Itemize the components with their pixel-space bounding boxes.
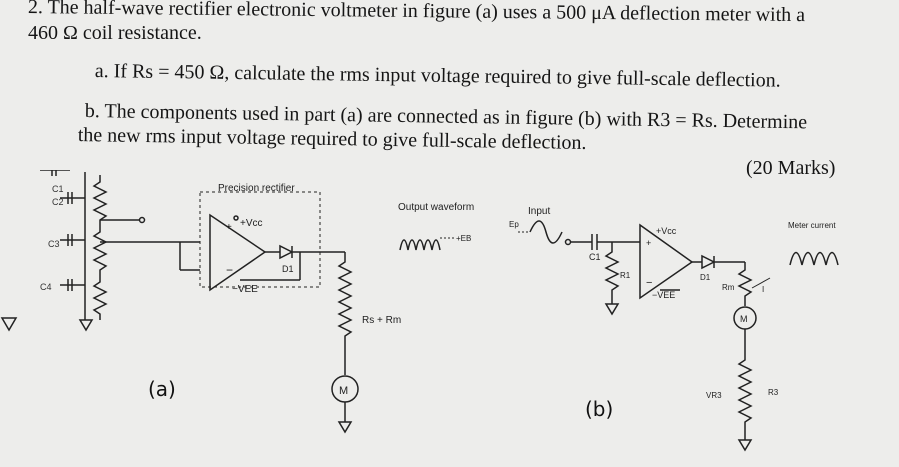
vee-label-a: −VEE	[232, 284, 258, 295]
meter-current-waveform-icon	[789, 251, 839, 266]
svg-text:−: −	[646, 277, 652, 289]
figure-b-caption: (b)	[585, 397, 613, 421]
r3-label-b: R3	[768, 388, 779, 397]
vcc-label-b: +Vcc	[656, 226, 677, 236]
meter-label-a: M	[339, 385, 348, 397]
circuit-figures: C1 C2 C3 C4 Precision rectifier + − +Vcc…	[0, 170, 839, 452]
vcc-label-a: +Vcc	[240, 218, 263, 229]
marks-label: (20 Marks)	[746, 157, 836, 179]
input-label-b: Input	[528, 206, 550, 217]
meter-current-label: Meter current	[788, 221, 836, 230]
vr3-label-b: VR3	[706, 391, 722, 400]
vee-label-b: −VEE	[652, 290, 675, 300]
ground-b-r3-icon	[737, 439, 753, 452]
d1-label-a: D1	[282, 264, 294, 274]
c1-label-a: C1	[52, 184, 64, 194]
input-waveform-icon	[529, 220, 563, 244]
svg-text:+: +	[646, 238, 651, 248]
diode-d1-b	[701, 254, 716, 270]
ground-a-icon	[337, 421, 353, 434]
ground-b-r1-icon	[604, 303, 620, 316]
output-waveform-icon	[399, 239, 441, 251]
question-line-2: 460 Ω coil resistance.	[28, 22, 202, 44]
op-amp-b	[639, 223, 694, 300]
figure-a-caption: (a)	[148, 377, 176, 401]
svg-text:−: −	[226, 263, 233, 277]
op-amp-a	[209, 213, 267, 292]
d1-label-b: D1	[700, 273, 711, 282]
meter-label-b: M	[740, 314, 748, 324]
c1-label-b: C1	[589, 252, 601, 262]
eb-label: +EB	[456, 234, 471, 243]
current-label-b: I	[762, 285, 764, 294]
question-part-a: a. If Rs = 450 Ω, calculate the rms inpu…	[94, 60, 781, 92]
rs-rm-label: Rs + Rm	[362, 315, 401, 326]
precision-rectifier-box	[199, 191, 321, 288]
diode-d1-a	[279, 244, 294, 260]
ground-arrow-icon	[0, 317, 18, 332]
ep-label-b: Ep	[509, 220, 519, 229]
r1-label-b: R1	[620, 271, 631, 280]
precision-rectifier-label: Precision rectifier	[218, 183, 295, 194]
c3-label-a: C3	[48, 239, 60, 249]
output-waveform-label: Output waveform	[398, 202, 474, 213]
c4-label-a: C4	[40, 282, 52, 292]
figure-a-input-ladder	[40, 170, 200, 332]
rm-label-b: Rm	[722, 283, 735, 292]
svg-text:+: +	[226, 222, 232, 233]
c2-label-a: C2	[52, 197, 64, 207]
